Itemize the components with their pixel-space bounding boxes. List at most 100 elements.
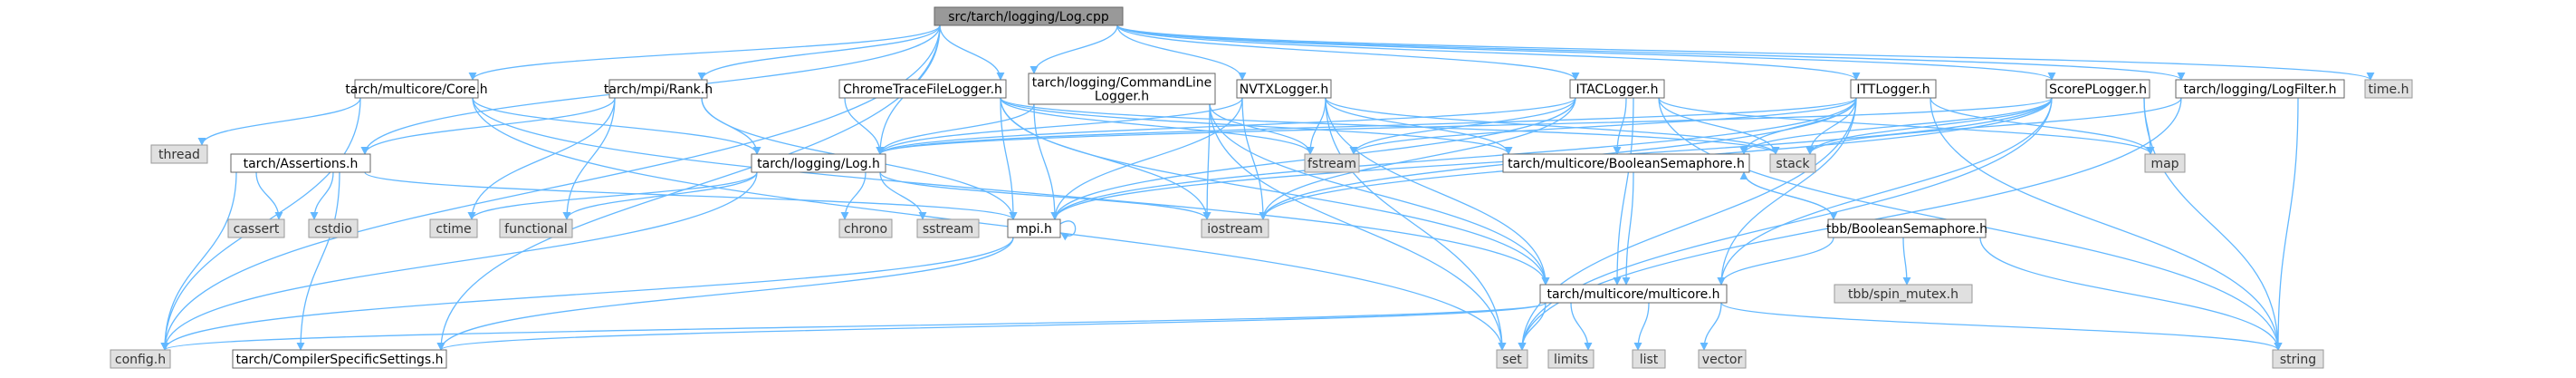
node-ctime: ctime — [429, 218, 478, 238]
node-scorep[interactable]: ScorePLogger.h — [2045, 79, 2150, 99]
node-box — [1304, 153, 1360, 173]
edge-core-to-logh — [472, 97, 761, 155]
node-set: set — [1496, 349, 1528, 369]
node-rank[interactable]: tarch/mpi/Rank.h — [604, 79, 713, 99]
node-box — [838, 79, 1007, 99]
edge-core-to-set — [472, 97, 1507, 351]
node-label: chrono — [844, 222, 887, 237]
node-logh[interactable]: tarch/logging/Log.h — [751, 153, 886, 173]
node-tbbsem[interactable]: tbb/BooleanSemaphore.h — [1826, 218, 1987, 238]
node-label: list — [1640, 353, 1659, 367]
node-label: tarch/multicore/Core.h — [345, 82, 487, 97]
node-compiler[interactable]: tarch/CompilerSpecificSettings.h — [232, 349, 447, 369]
node-itt[interactable]: ITTLogger.h — [1850, 79, 1937, 99]
edge-logh-to-ctime — [467, 171, 758, 220]
edge-tbbsem-to-boolsem — [1739, 171, 1834, 220]
edge-core-to-thread — [197, 97, 361, 146]
node-iostream: iostream — [1201, 218, 1269, 238]
node-mpih[interactable]: mpi.h — [1007, 218, 1061, 238]
edge-root-to-chrome — [939, 24, 1005, 81]
node-nvtx[interactable]: NVTXLogger.h — [1236, 79, 1332, 99]
edge-chrome-to-mpih — [1000, 97, 1018, 220]
edge-mpih-to-config — [160, 237, 1014, 351]
edge-multicore-to-compiler — [436, 302, 1547, 351]
node-box — [499, 218, 573, 238]
edge-itac-to-multicore — [1613, 97, 1634, 286]
node-box — [1502, 153, 1750, 173]
node-label: ScorePLogger.h — [2049, 82, 2147, 97]
node-box — [429, 218, 478, 238]
node-box — [1539, 284, 1728, 304]
edge-multicore-to-config — [160, 302, 1547, 351]
node-label: thread — [158, 148, 200, 162]
edge-scorep-to-string — [2143, 97, 2283, 351]
edge-cmdline-to-iostream — [1202, 103, 1211, 220]
edge-mpih-to-compiler — [436, 237, 1014, 351]
node-label: tarch/CompilerSpecificSettings.h — [235, 353, 443, 367]
edge-assertions-to-config — [160, 171, 237, 351]
edge-logfilter-to-stack — [1805, 97, 2182, 155]
node-box — [934, 6, 1124, 26]
edge-logh-to-sstream — [879, 171, 927, 220]
edge-tbbsem-to-tbbspin — [1902, 237, 1911, 286]
node-label: limits — [1554, 353, 1588, 367]
node-itac[interactable]: ITACLogger.h — [1569, 79, 1665, 99]
node-label: iostream — [1207, 222, 1263, 237]
edge-cmdline-to-multicore — [1209, 103, 1550, 286]
edge-itac-to-map — [1658, 97, 2155, 155]
edge-nvtx-to-stack — [1325, 97, 1780, 155]
edge-boolsem-to-multicore — [1622, 171, 1634, 286]
node-fstream: fstream — [1304, 153, 1360, 173]
edge-nvtx-to-logh — [876, 97, 1243, 155]
node-root[interactable]: src/tarch/logging/Log.cpp — [934, 6, 1124, 26]
edge-itac-to-stack — [1658, 97, 1780, 155]
node-label: fstream — [1307, 157, 1356, 171]
node-box — [150, 144, 208, 164]
node-multicore[interactable]: tarch/multicore/multicore.h — [1539, 284, 1728, 304]
edge-assertions-to-mpih — [364, 171, 1018, 220]
edge-nvtx-to-fstream — [1306, 97, 1326, 155]
edge-rank-to-ctime — [467, 97, 616, 220]
node-label: tarch/logging/CommandLine — [1032, 76, 1212, 91]
edge-tbbsem-to-multicore — [1717, 237, 1834, 286]
edge-scorep-to-stack — [1805, 97, 2053, 155]
edge-root-to-cmdline — [1029, 24, 1118, 74]
node-box — [354, 79, 479, 99]
node-label: config.h — [115, 353, 166, 367]
node-logfilter[interactable]: tarch/logging/LogFilter.h — [2175, 79, 2345, 99]
edge-root-to-core — [468, 24, 941, 81]
edge-root-to-scorep — [1116, 24, 2056, 81]
edge-scorep-to-map — [2143, 97, 2155, 155]
edge-scorep-to-multicore — [1717, 97, 2053, 286]
node-box — [1236, 79, 1332, 99]
node-label: tbb/BooleanSemaphore.h — [1826, 222, 1987, 237]
node-core[interactable]: tarch/multicore/Core.h — [345, 79, 488, 99]
node-assertions[interactable]: tarch/Assertions.h — [230, 153, 371, 173]
edge-itac-to-boolsem — [1613, 97, 1627, 155]
node-label: stack — [1776, 157, 1810, 171]
node-box — [1201, 218, 1269, 238]
edge-cmdline-to-mpih — [1033, 103, 1059, 220]
edge-root-to-itt — [1116, 24, 1861, 81]
node-box — [1827, 218, 1987, 238]
node-box — [1632, 349, 1666, 369]
node-chrome[interactable]: ChromeTraceFileLogger.h — [838, 79, 1007, 99]
node-box — [110, 349, 171, 369]
edge-logh-to-iostream — [879, 171, 1211, 220]
node-label: Logger.h — [1095, 90, 1149, 104]
node-label: tarch/logging/LogFilter.h — [2183, 82, 2336, 97]
edge-logh-to-chrono — [840, 171, 867, 220]
node-box — [2175, 79, 2345, 99]
node-chrono: chrono — [838, 218, 893, 238]
edge-logfilter-to-string — [2274, 97, 2299, 351]
node-box — [2272, 349, 2324, 369]
edge-root-to-compiler — [436, 24, 941, 351]
node-boolsem[interactable]: tarch/multicore/BooleanSemaphore.h — [1502, 153, 1750, 173]
edge-nvtx-to-set — [1325, 97, 1507, 351]
edge-itt-to-string — [1930, 97, 2283, 351]
edges-layer — [160, 24, 2375, 351]
node-label: tbb/spin_mutex.h — [1848, 287, 1958, 302]
node-box — [1834, 284, 1973, 304]
